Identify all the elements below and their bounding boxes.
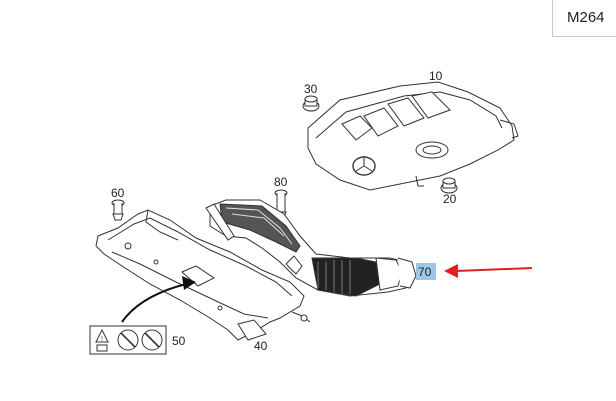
part-label-30[interactable]: 30: [304, 82, 318, 96]
part-70-highlight: [416, 263, 436, 280]
red-indicator-arrow: [444, 264, 533, 278]
air-intake-duct[interactable]: [205, 199, 417, 297]
bolt-20[interactable]: [440, 177, 458, 194]
warning-label[interactable]: !: [89, 325, 167, 355]
model-code-box: M264: [552, 0, 616, 37]
model-code: M264: [567, 9, 605, 26]
svg-text:!: !: [101, 336, 103, 343]
bolt-30[interactable]: [302, 95, 320, 112]
part-label-40[interactable]: 40: [254, 339, 268, 353]
part-label-10[interactable]: 10: [429, 69, 443, 83]
part-label-70[interactable]: 70: [418, 265, 432, 279]
part-label-50[interactable]: 50: [172, 334, 186, 348]
pointer-arrow: [121, 276, 196, 323]
clip-60[interactable]: [111, 199, 125, 221]
part-label-80[interactable]: 80: [274, 175, 288, 189]
part-label-60[interactable]: 60: [111, 186, 125, 200]
part-label-20[interactable]: 20: [443, 192, 457, 206]
engine-cover[interactable]: [307, 81, 519, 191]
bracket-panel[interactable]: [95, 209, 311, 341]
